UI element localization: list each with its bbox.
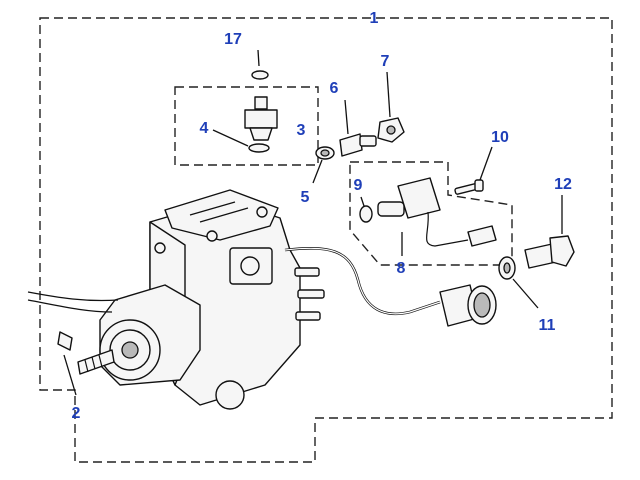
- o-ring-solenoid-part: [359, 205, 373, 223]
- valve-part: [244, 96, 278, 141]
- callout-3: 3: [297, 122, 306, 139]
- callout-8: 8: [397, 260, 406, 277]
- sealing-washer-hole: [320, 149, 330, 157]
- callout-11: 11: [539, 317, 556, 334]
- callout-4: 4: [200, 120, 209, 137]
- callout-17: 17: [224, 31, 242, 48]
- o-ring-small-part: [248, 143, 270, 153]
- harness-connector: [439, 284, 497, 327]
- screw-part: [454, 179, 484, 195]
- solenoid-part: [377, 177, 497, 247]
- callout-6: 6: [330, 80, 339, 97]
- callout-9: 9: [354, 177, 363, 194]
- solenoid-group-boundary: [349, 161, 513, 266]
- callout-12: 12: [554, 176, 572, 193]
- callout-labels: 1 2 3 4 5 6 7 8 9 10 11 12 17: [72, 10, 572, 422]
- banjo-bolt-part: [339, 133, 377, 157]
- washer-hole: [503, 262, 511, 274]
- wiring-harness: [284, 247, 441, 316]
- callout-5: 5: [301, 189, 310, 206]
- leader-lines: [63, 49, 563, 396]
- callout-10: 10: [491, 129, 509, 146]
- bolt-part: [524, 235, 575, 269]
- callout-2: 2: [72, 405, 81, 422]
- wiring-harness-inner: [284, 247, 441, 315]
- o-ring-top-part: [251, 70, 269, 80]
- nut-part: [377, 117, 405, 143]
- assembly-boundary: [39, 17, 613, 463]
- callout-7: 7: [381, 53, 390, 70]
- pump-body: [77, 189, 325, 410]
- callout-1: 1: [370, 10, 379, 27]
- bracket-part: [57, 331, 73, 351]
- left-wire: [27, 291, 119, 313]
